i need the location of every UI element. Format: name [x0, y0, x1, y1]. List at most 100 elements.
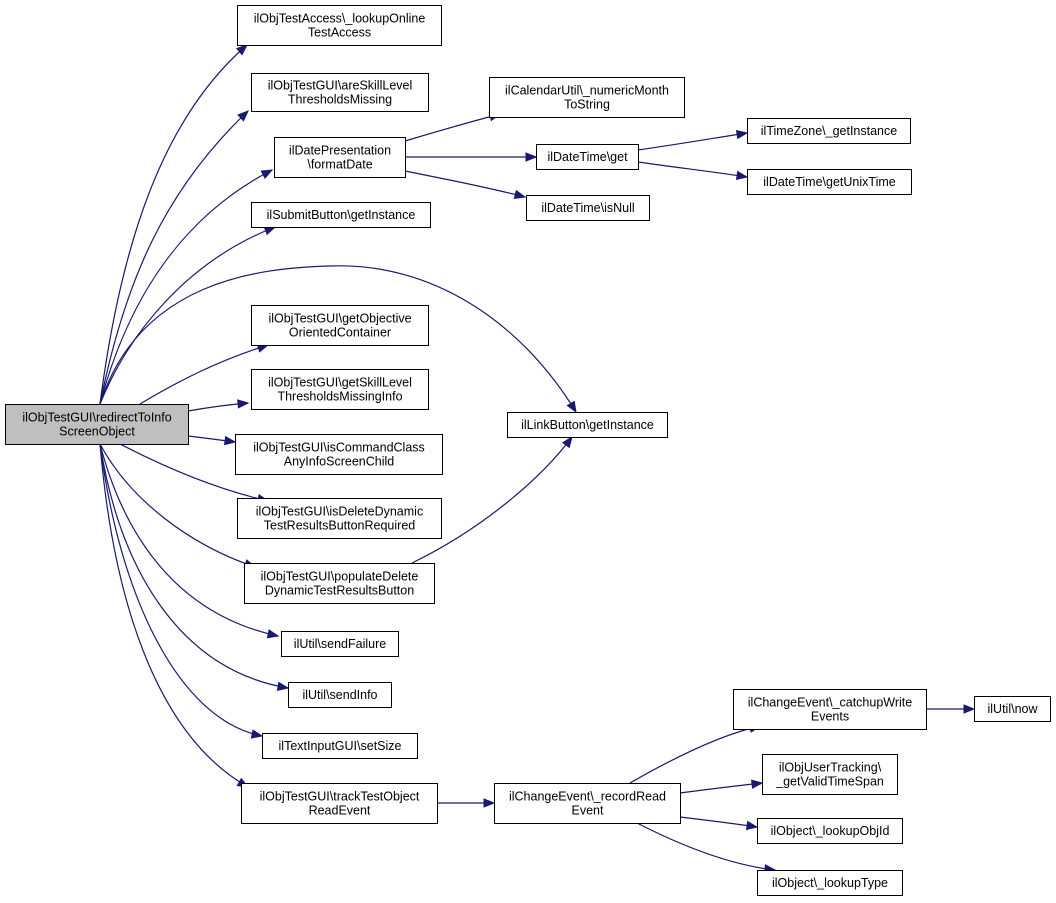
node-box[interactable]: [288, 682, 392, 708]
node-label-line: ilTimeZone\_getInstance: [761, 124, 897, 138]
node-box[interactable]: [757, 818, 903, 844]
node-label-line: ThresholdsMissingInfo: [277, 390, 402, 404]
node-n4[interactable]: ilSubmitButton\getInstance: [251, 202, 431, 228]
arrowhead-n18-to-n23: [745, 820, 759, 831]
node-label-line: AnyInfoScreenChild: [284, 455, 395, 469]
arrowhead-root-to-n6: [237, 399, 250, 409]
node-box[interactable]: [757, 870, 903, 896]
node-label-line: DynamicTestResultsButton: [265, 584, 414, 598]
node-label-line: ilDateTime\get: [547, 150, 628, 164]
node-box[interactable]: [536, 144, 639, 170]
edge-root-to-n12: [99, 443, 263, 737]
node-box[interactable]: [747, 169, 912, 195]
node-label-line: ilTextInputGUI\setSize: [279, 739, 402, 753]
arrowhead-n15-to-n19: [735, 129, 749, 140]
node-n19[interactable]: ilTimeZone\_getInstance: [747, 118, 911, 144]
node-box[interactable]: [251, 305, 429, 346]
node-box[interactable]: [507, 412, 668, 438]
node-box[interactable]: [747, 118, 911, 144]
node-box[interactable]: [237, 498, 442, 539]
node-label-line: ThresholdsMissing: [288, 93, 392, 107]
edge-root-to-n9: [99, 443, 256, 568]
edge-root-to-n13: [99, 443, 249, 788]
node-n16[interactable]: ilDateTime\isNull: [526, 195, 650, 221]
node-n24[interactable]: ilObject\_lookupType: [757, 870, 903, 896]
arrowhead-n18-to-n22: [751, 779, 764, 789]
node-label-line: ilObjTestGUI\populateDelete: [261, 570, 419, 584]
arrowhead-n21-to-n25: [963, 704, 976, 714]
node-box[interactable]: [733, 689, 927, 730]
node-n11[interactable]: ilUtil\sendInfo: [288, 682, 392, 708]
arrowhead-root-to-n17: [566, 400, 577, 414]
node-n15[interactable]: ilDateTime\get: [536, 144, 639, 170]
node-box[interactable]: [974, 696, 1051, 722]
node-label-line: Event: [572, 804, 604, 818]
arrowhead-root-to-n7: [223, 435, 237, 446]
node-box[interactable]: [274, 137, 406, 178]
node-n20[interactable]: ilDateTime\getUnixTime: [747, 169, 912, 195]
edge-root-to-n4: [99, 226, 276, 405]
node-n12[interactable]: ilTextInputGUI\setSize: [262, 733, 418, 759]
node-box[interactable]: [494, 783, 681, 824]
node-n9[interactable]: ilObjTestGUI\populateDeleteDynamicTestRe…: [244, 563, 435, 604]
node-label-line: ilObject\_lookupObjId: [771, 824, 890, 838]
node-label-line: ilDateTime\getUnixTime: [763, 175, 895, 189]
node-box[interactable]: [762, 754, 898, 795]
node-label-line: ilSubmitButton\getInstance: [267, 208, 416, 222]
node-label-line: ilObjTestGUI\isDeleteDynamic: [256, 505, 423, 519]
node-label-line: ilChangeEvent\_catchupWrite: [748, 696, 912, 710]
node-n2[interactable]: ilObjTestGUI\areSkillLevelThresholdsMiss…: [251, 73, 429, 112]
node-box[interactable]: [241, 783, 438, 824]
edge-n18-to-n22: [679, 782, 763, 794]
node-n7[interactable]: ilObjTestGUI\isCommandClassAnyInfoScreen…: [235, 434, 443, 475]
edge-n9-to-n17: [411, 436, 573, 564]
node-label-line: ilObjTestGUI\trackTestObject: [260, 790, 420, 804]
node-label-line: ilObjTestGUI\redirectToInfo: [22, 411, 171, 425]
node-box[interactable]: [237, 5, 442, 46]
node-label-line: ReadEvent: [309, 804, 371, 818]
node-box[interactable]: [262, 733, 418, 759]
arrowhead-root-to-n10: [266, 629, 280, 639]
node-n10[interactable]: ilUtil\sendFailure: [281, 631, 399, 657]
node-n17[interactable]: ilLinkButton\getInstance: [507, 412, 668, 438]
edge-n18-to-n21: [629, 725, 761, 784]
node-box[interactable]: [526, 195, 650, 221]
arrowhead-root-to-n3: [260, 169, 274, 180]
node-box[interactable]: [5, 404, 189, 445]
edge-root-to-n2: [99, 110, 249, 405]
node-n23[interactable]: ilObject\_lookupObjId: [757, 818, 903, 844]
node-box[interactable]: [251, 202, 431, 228]
node-box[interactable]: [251, 73, 429, 112]
node-label-line: ilChangeEvent\_recordRead: [509, 790, 666, 804]
edge-root-to-n3: [99, 169, 273, 405]
node-box[interactable]: [244, 563, 435, 604]
node-label-line: ScreenObject: [59, 425, 135, 439]
node-n8[interactable]: ilObjTestGUI\isDeleteDynamicTestResultsB…: [237, 498, 442, 539]
node-n6[interactable]: ilObjTestGUI\getSkillLevelThresholdsMiss…: [251, 369, 429, 410]
node-n25[interactable]: ilUtil\now: [974, 696, 1051, 722]
node-box[interactable]: [489, 77, 685, 118]
arrowhead-root-to-n11: [276, 681, 290, 691]
node-n22[interactable]: ilObjUserTracking\_getValidTimeSpan: [762, 754, 898, 795]
node-label-line: ilLinkButton\getInstance: [521, 418, 654, 432]
edge-n15-to-n20: [637, 161, 748, 178]
edge-n15-to-n19: [637, 132, 748, 151]
edge-root-to-n5: [139, 344, 269, 405]
arrowhead-n3-to-n16: [513, 189, 527, 199]
node-n5[interactable]: ilObjTestGUI\getObjectiveOrientedContain…: [251, 305, 429, 346]
node-box[interactable]: [235, 434, 443, 475]
node-box[interactable]: [281, 631, 399, 657]
node-label-line: ilObjTestGUI\areSkillLevel: [268, 79, 413, 93]
node-n3[interactable]: ilDatePresentation\formatDate: [274, 137, 406, 178]
call-edges: [99, 44, 976, 874]
edge-root-to-n11: [99, 443, 289, 689]
node-box[interactable]: [251, 369, 429, 410]
arrowhead-n15-to-n20: [735, 170, 749, 181]
